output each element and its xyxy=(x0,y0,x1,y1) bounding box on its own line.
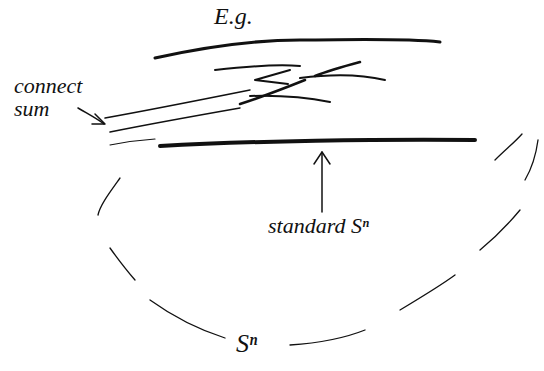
sphere-label: Sⁿ xyxy=(236,330,296,357)
leader-arrow xyxy=(314,152,330,164)
standard-sphere-label: standard Sⁿ xyxy=(268,214,408,237)
knot-strand xyxy=(155,40,440,59)
leader-arrow xyxy=(92,114,105,124)
sphere-edge xyxy=(110,139,155,145)
connect-sum-tube xyxy=(105,90,250,118)
knot-strand xyxy=(240,62,360,104)
knot-strand xyxy=(215,65,300,70)
leader-arrow xyxy=(78,108,104,124)
knot-strand xyxy=(300,75,385,80)
example-label: E.g. xyxy=(214,4,294,29)
knot-strand xyxy=(250,96,330,102)
sphere-outline xyxy=(98,134,538,345)
connect-sum-tube xyxy=(110,108,240,132)
knot-arrow xyxy=(255,70,290,84)
leader-arrow xyxy=(321,152,323,212)
connect-sum-label: connect sum xyxy=(14,74,88,120)
standard-sphere xyxy=(160,140,475,146)
